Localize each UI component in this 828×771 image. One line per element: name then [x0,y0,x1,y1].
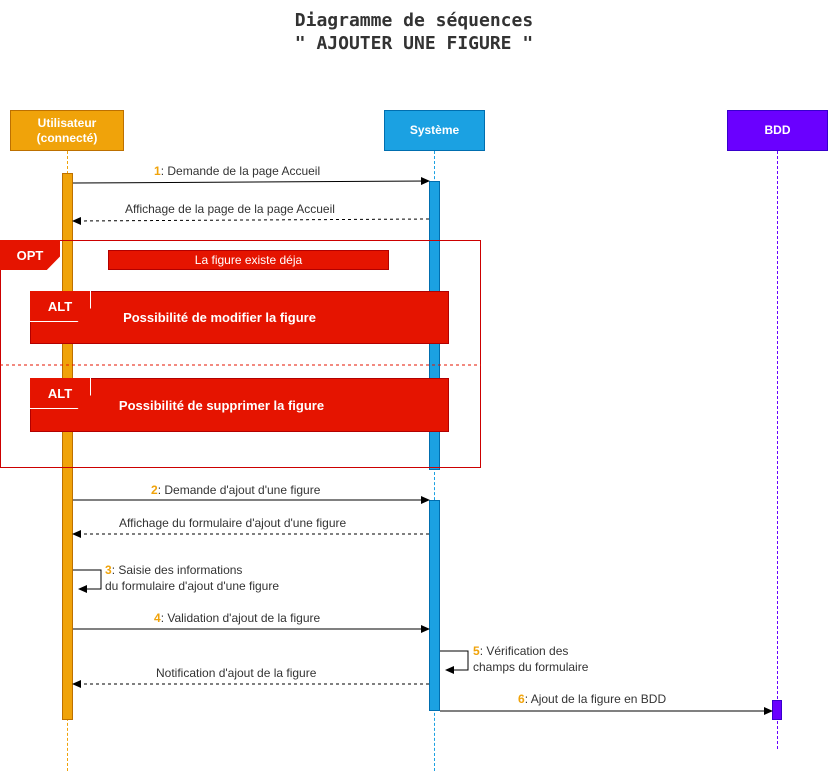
alt1-label: ALT [30,291,91,322]
message-4-number: 4 [154,611,161,625]
alt2-block: Possibilité de supprimer la figure [30,378,449,432]
message-1: 1: Demande de la page Accueil [154,163,320,179]
opt-frame [0,240,481,468]
message-3-text-line2: du formulaire d'ajout d'une figure [105,579,280,593]
opt-label: OPT [0,240,60,270]
diagram-subtitle: " AJOUTER UNE FIGURE " [294,33,534,54]
message-1-text: : Demande de la page Accueil [160,164,321,178]
alt2-label: ALT [30,378,91,409]
message-return-3: Notification d'ajout de la figure [156,665,316,681]
message-return-2: Affichage du formulaire d'ajout d'une fi… [119,515,346,531]
message-6-text: : Ajout de la figure en BDD [524,692,667,706]
message-return-1-text: Affichage de la page de la page Accueil [125,202,335,216]
message-return-3-text: Notification d'ajout de la figure [156,666,317,680]
message-6-number: 6 [518,692,525,706]
message-4-text: : Validation d'ajout de la figure [160,611,321,625]
message-3-number: 3 [105,563,112,577]
opt-guard: La figure existe déja [108,250,389,270]
message-return-1: Affichage de la page de la page Accueil [125,201,335,217]
actor-system: Système [384,110,485,151]
alt1-block: Possibilité de modifier la figure [30,291,449,344]
message-2: 2: Demande d'ajout d'une figure [151,482,320,498]
message-5-text-line2: champs du formulaire [473,660,589,674]
message-5-text: : Vérification des [479,644,569,658]
message-2-number: 2 [151,483,158,497]
alt2-text: Possibilité de supprimer la figure [118,397,325,413]
message-2-text: : Demande d'ajout d'une figure [157,483,321,497]
alt1-text: Possibilité de modifier la figure [123,310,316,325]
user-activation [62,173,73,720]
message-3-text: : Saisie des informations [111,563,243,577]
message-6: 6: Ajout de la figure en BDD [518,691,666,707]
message-5: 5: Vérification des champs du formulaire [473,643,588,675]
message-return-2-text: Affichage du formulaire d'ajout d'une fi… [119,516,347,530]
arrow-1 [72,177,430,186]
message-5-number: 5 [473,644,480,658]
arrow-return-1 [72,216,430,225]
arrow-3 [73,569,102,593]
system-activation-2 [429,500,440,711]
db-lifeline [777,151,778,749]
message-1-number: 1 [154,164,161,178]
diagram-title: Diagramme de séquences [294,10,534,31]
message-3: 3: Saisie des informations du formulaire… [105,562,279,594]
arrow-5 [440,650,469,674]
message-4: 4: Validation d'ajout de la figure [154,610,320,626]
actor-db: BDD [727,110,828,151]
actor-user: Utilisateur (connecté) [10,110,124,151]
